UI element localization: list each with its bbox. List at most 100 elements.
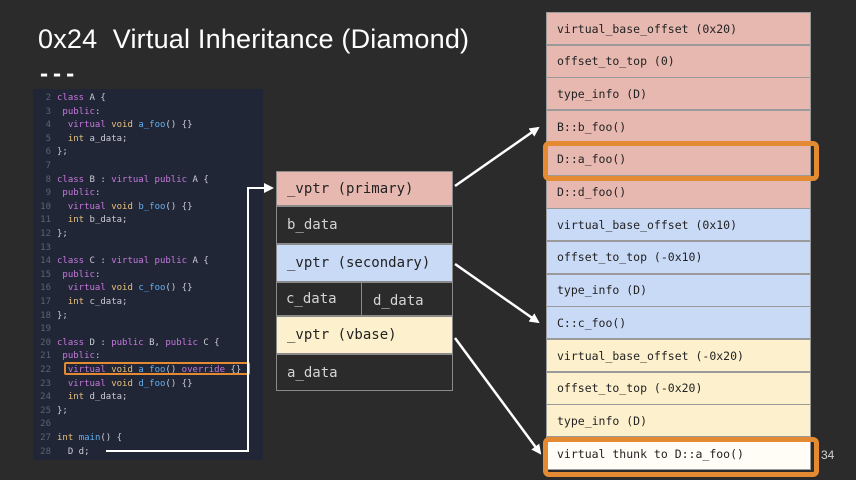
code-line: 20 class D : public B, public C { bbox=[33, 337, 220, 349]
code-text: public: bbox=[62, 106, 101, 117]
vtable-entry: offset_to_top (0) bbox=[546, 44, 811, 78]
line-number: 26 bbox=[40, 419, 51, 430]
line-number: 9 bbox=[45, 188, 51, 199]
code-text: class C : virtual public A { bbox=[57, 256, 209, 267]
code-line: 22 virtual void a_foo() override {} bbox=[33, 365, 241, 376]
code-line: 25}; bbox=[33, 406, 68, 417]
line-number: 21 bbox=[40, 351, 51, 362]
code-line: 5 int a_data; bbox=[33, 133, 128, 145]
obj-vptr-vbase: _vptr (vbase) bbox=[276, 316, 453, 354]
code-text: int c_data; bbox=[67, 297, 128, 307]
code-line: 19 bbox=[33, 324, 57, 335]
code-line: 26 bbox=[33, 419, 57, 430]
obj-vptr-primary: _vptr (primary) bbox=[276, 171, 453, 206]
line-number: 12 bbox=[40, 229, 51, 239]
line-number: 25 bbox=[40, 405, 51, 416]
vtable-entry: type_info (D) bbox=[546, 77, 811, 111]
code-line: 28 D d; bbox=[33, 446, 90, 458]
vtable-highlight-thunk bbox=[543, 437, 819, 477]
arrow-vbase-to-vtable bbox=[453, 337, 542, 455]
arrow-secondary-to-vtable bbox=[454, 262, 540, 324]
code-line: 16 virtual void c_foo() {} bbox=[33, 283, 193, 294]
code-text: virtual void b_foo() {} bbox=[67, 201, 193, 212]
code-text: D d; bbox=[57, 446, 90, 457]
code-line: 3 public: bbox=[33, 106, 101, 118]
code-line: 11 int b_data; bbox=[33, 215, 127, 226]
code-text: }; bbox=[57, 310, 68, 321]
line-number: 27 bbox=[40, 433, 51, 443]
vtable-highlight-a-foo bbox=[543, 141, 819, 181]
code-line: 4 virtual void a_foo() {} bbox=[33, 120, 193, 131]
vtable-entry: offset_to_top (-0x20) bbox=[546, 371, 811, 405]
code-text: public: bbox=[62, 188, 101, 199]
obj-a-data: a_data bbox=[276, 354, 453, 391]
vtable-entry: offset_to_top (-0x10) bbox=[546, 240, 811, 274]
line-number: 19 bbox=[40, 324, 51, 335]
line-number: 20 bbox=[40, 337, 51, 348]
code-text: }; bbox=[57, 405, 68, 416]
vtable-entry: virtual_base_offset (0x20) bbox=[546, 12, 811, 45]
vtable-entry: D::d_foo() bbox=[546, 175, 811, 209]
code-line: 10 virtual void b_foo() {} bbox=[33, 201, 193, 213]
line-number: 8 bbox=[45, 174, 51, 185]
obj-c-data: c_data bbox=[286, 291, 337, 307]
obj-vptr-secondary: _vptr (secondary) bbox=[276, 244, 453, 282]
line-number: 3 bbox=[45, 106, 51, 117]
obj-d-data: d_data bbox=[373, 293, 424, 309]
code-line: 8 class B : virtual public A { bbox=[33, 175, 209, 186]
vtable-entry: type_info (D) bbox=[546, 273, 811, 307]
line-number: 7 bbox=[45, 161, 51, 171]
line-number: 28 bbox=[40, 446, 51, 457]
line-number: 14 bbox=[40, 256, 51, 267]
code-text: public: bbox=[62, 269, 101, 280]
code-text: virtual void d_foo() {} bbox=[67, 378, 193, 389]
code-text: class D : public B, public C { bbox=[57, 337, 220, 348]
code-text: int main() { bbox=[57, 433, 123, 443]
code-line: 9 public: bbox=[33, 188, 101, 199]
slide-title: 0x24 Virtual Inheritance (Diamond) bbox=[38, 24, 470, 54]
vtable-entry: virtual_base_offset (0x10) bbox=[546, 208, 811, 242]
vtable-entry: type_info (D) bbox=[546, 404, 811, 438]
code-line: 14 class C : virtual public A { bbox=[33, 256, 209, 267]
line-number: 4 bbox=[45, 120, 51, 131]
vtable-entry: C::c_foo() bbox=[546, 306, 811, 340]
code-line: 7 bbox=[33, 161, 57, 172]
page-number: 34 bbox=[821, 448, 835, 462]
code-text: }; bbox=[57, 147, 68, 158]
code-line: 15 public: bbox=[33, 270, 100, 281]
line-number: 15 bbox=[40, 269, 51, 280]
code-text: virtual void c_foo() {} bbox=[67, 283, 193, 294]
code-text: int b_data; bbox=[67, 215, 128, 226]
obj-cd-divider bbox=[361, 282, 362, 316]
code-line: 23 virtual void d_foo() {} bbox=[33, 378, 193, 390]
code-line: 24 int d_data; bbox=[33, 392, 127, 403]
line-number: 5 bbox=[45, 133, 51, 144]
line-number: 23 bbox=[40, 378, 51, 389]
code-line: 17 int c_data; bbox=[33, 297, 127, 308]
code-line: 13 bbox=[33, 243, 57, 254]
code-text: class B : virtual public A { bbox=[57, 174, 209, 185]
vtable-entry: virtual_base_offset (-0x20) bbox=[546, 339, 811, 372]
code-text: virtual void a_foo() override {} bbox=[67, 365, 242, 375]
code-line: 27 int main() { bbox=[33, 433, 122, 444]
code-text: }; bbox=[57, 229, 68, 239]
arrow-primary-to-vtable bbox=[454, 126, 540, 188]
code-text: int d_data; bbox=[67, 392, 128, 403]
title-separator: --- bbox=[38, 62, 78, 86]
arrow-d-to-object bbox=[106, 183, 274, 452]
line-number: 17 bbox=[40, 297, 51, 307]
line-number: 11 bbox=[40, 215, 51, 226]
line-number: 6 bbox=[45, 147, 51, 158]
obj-cd-row bbox=[276, 282, 453, 316]
code-text: class A { bbox=[57, 93, 106, 103]
code-line: 18}; bbox=[33, 311, 68, 322]
code-line: 12}; bbox=[33, 229, 68, 240]
line-number: 22 bbox=[40, 365, 51, 375]
line-number: 24 bbox=[40, 392, 51, 403]
line-number: 13 bbox=[40, 242, 51, 253]
code-text: virtual void a_foo() {} bbox=[67, 120, 193, 131]
line-number: 16 bbox=[40, 283, 51, 294]
